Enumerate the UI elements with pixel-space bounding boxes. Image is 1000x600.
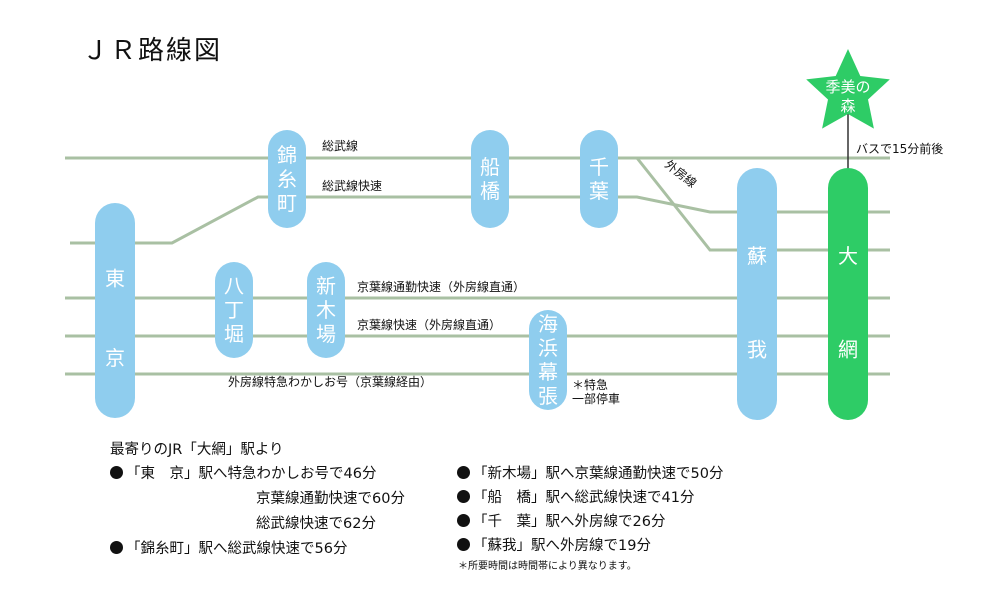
station-pill[interactable] (307, 262, 345, 358)
bullet-icon (457, 538, 470, 551)
station-shinkiba[interactable]: 新木場 (307, 262, 345, 358)
makuhari-note-line2: 一部停車 (572, 391, 620, 406)
info-row-soga: 「蘇我」駅へ外房線で19分 (457, 534, 651, 555)
destination-star-icon[interactable] (806, 49, 890, 129)
station-name-char: 浜 (538, 336, 558, 360)
station-name-char: 蘇 (747, 244, 767, 268)
station-name-char: 網 (838, 337, 858, 361)
station-oami[interactable]: 大網 (828, 168, 868, 420)
station-name-char: 海 (538, 312, 558, 336)
station-kinshicho[interactable]: 錦糸町 (268, 130, 306, 228)
station-pill[interactable] (828, 168, 868, 420)
bus-note: バスで15分前後 (856, 141, 943, 156)
station-name-char: 丁 (224, 298, 244, 322)
page-title: ＪＲ路線図 (82, 36, 223, 66)
station-name-char: 葉 (589, 179, 609, 203)
line-label-wakashio: 外房線特急わかしお号（京葉線経由） (228, 374, 432, 389)
info-row-tokyo-keiyo: 京葉線通勤快速で60分 (256, 491, 405, 507)
station-pill[interactable] (529, 310, 567, 410)
line-label-keiyo-rapid: 京葉線快速（外房線直通） (357, 317, 501, 332)
station-tokyo[interactable]: 東京 (95, 203, 135, 418)
line-label-sotobo: 外房線 (662, 157, 700, 191)
line-label-sobu-rapid: 総武線快速 (322, 178, 382, 193)
station-name-char: 船 (480, 155, 500, 179)
station-name-char: 東 (105, 266, 125, 290)
station-name-char: 錦 (277, 143, 297, 167)
station-name-char: 新 (316, 274, 336, 298)
station-name-char: 京 (105, 346, 125, 370)
station-name-char: 堀 (224, 322, 244, 346)
station-pill[interactable] (580, 130, 618, 228)
station-funabashi[interactable]: 船橋 (471, 130, 509, 228)
station-pill[interactable] (268, 130, 306, 228)
station-pill[interactable] (215, 262, 253, 358)
bullet-icon (110, 541, 123, 554)
station-name-char: 大 (838, 244, 858, 268)
station-name-char: 我 (747, 337, 767, 361)
info-row-tokyo-sobu: 総武線快速で62分 (256, 516, 376, 532)
station-name-char: 糸 (277, 167, 297, 191)
bullet-icon (457, 490, 470, 503)
info-row-chiba: 「千 葉」駅へ外房線で26分 (457, 510, 665, 531)
station-soga[interactable]: 蘇我 (737, 168, 777, 420)
info-heading: 最寄りのJR「大網」駅より (110, 442, 284, 458)
info-footnote: ＊所要時間は時間帯により異なります。 (458, 561, 637, 572)
makuhari-note-line1: ＊特急 (572, 377, 608, 392)
bullet-icon (457, 514, 470, 527)
station-name-char: 八 (224, 274, 244, 298)
station-name-char: 木 (316, 298, 336, 322)
station-chiba[interactable]: 千葉 (580, 130, 618, 228)
bullet-icon (110, 466, 123, 479)
info-row-kinshicho: 「錦糸町」駅へ総武線快速で56分 (110, 537, 347, 558)
station-name-char: 張 (538, 384, 558, 408)
station-name-char: 幕 (538, 360, 558, 384)
station-name-char: 橋 (480, 179, 500, 203)
station-name-char: 千 (589, 155, 609, 179)
destination-label-line2: 森 (840, 97, 855, 115)
destination-label-line1: 季美の (825, 78, 870, 96)
station-name-char: 場 (316, 322, 336, 346)
station-pill[interactable] (95, 203, 135, 418)
station-name-char: 町 (277, 191, 297, 215)
station-pill[interactable] (737, 168, 777, 420)
info-row-shinkiba: 「新木場」駅へ京葉線通勤快速で50分 (457, 462, 723, 483)
station-pill[interactable] (471, 130, 509, 228)
route-map: 東京錦糸町船橋千葉八丁堀新木場海浜幕張蘇我大網 季美の 森 総武線 総武線快速 … (65, 49, 943, 420)
info-row-funabashi: 「船 橋」駅へ総武線快速で41分 (457, 486, 694, 507)
line-label-keiyo-commuter: 京葉線通勤快速（外房線直通） (357, 279, 525, 294)
line-label-sobu: 総武線 (322, 138, 358, 153)
info-row-tokyo: 「東 京」駅へ特急わかしお号で46分 (110, 462, 376, 483)
station-hatchobori[interactable]: 八丁堀 (215, 262, 253, 358)
bullet-icon (457, 466, 470, 479)
